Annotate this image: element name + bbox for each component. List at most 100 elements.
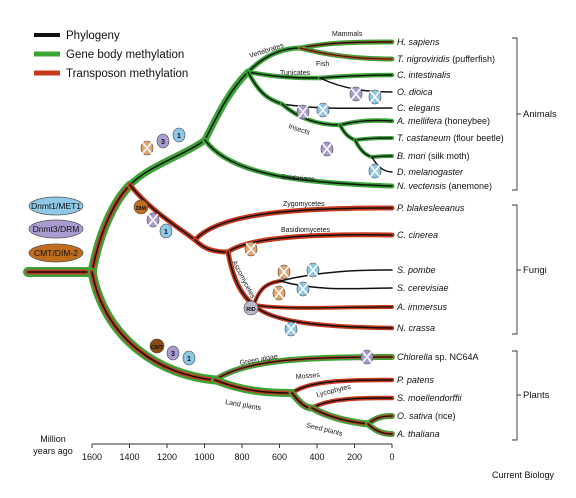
axis-tick: 1400: [119, 452, 139, 462]
svg-text:1: 1: [177, 133, 181, 140]
species-label: H. sapiens: [397, 37, 440, 47]
cmt-loss-badge-pombe: [277, 264, 291, 280]
axis-tick: 1600: [82, 452, 102, 462]
branch-opisthokont: [87, 180, 135, 277]
group-animals: Animals: [523, 109, 557, 120]
enzyme-key-label: CMT/DIM-2: [34, 248, 78, 258]
axis-tick: 800: [234, 452, 249, 462]
species-label: C. cinerea: [397, 230, 438, 240]
species-label: N. crassa: [397, 323, 435, 333]
enzyme-key-dnmt3: [28, 219, 84, 239]
dnmt3-loss-badge-insects: [320, 141, 334, 157]
clade-tunicates: Tunicates: [280, 70, 311, 77]
svg-text:DIM: DIM: [136, 206, 147, 212]
bracket-animals: [512, 37, 521, 191]
svg-text:1: 1: [187, 356, 191, 363]
enzyme-badges: 3 1 DIM 1 CMT 3 1: [133, 86, 382, 366]
dnmt1-badge-plants: 1: [182, 350, 196, 366]
branch-c-elegans: [281, 103, 393, 110]
enzyme-key-dnmt1: [28, 196, 84, 216]
time-axis: 1600 1400 1200 1000 800 600 400 200 0 Mi…: [33, 434, 394, 462]
rid-badge: RID: [243, 300, 259, 316]
dnmt1-loss-badge-crassa: [284, 321, 298, 337]
axis-tick: 600: [272, 452, 287, 462]
dnmt3-badge: 3: [156, 133, 170, 149]
species-label: A. immersus: [396, 302, 448, 312]
svg-text:3: 3: [161, 139, 165, 146]
clade-mosses: Mosses: [296, 372, 321, 381]
axis-tick: 0: [389, 452, 394, 462]
clade-seed-plants: Seed plants: [306, 422, 344, 438]
species-label: A. mellifera (honeybee): [396, 116, 490, 126]
species-label: C. elegans: [397, 103, 441, 113]
clade-mammals: Mammals: [332, 31, 363, 38]
credit-label: Current Biology: [492, 470, 555, 480]
species-label: T. castaneum (flour beetle): [397, 133, 504, 143]
svg-text:RID: RID: [246, 307, 256, 313]
axis-tick: 1000: [194, 452, 214, 462]
clade-insects: Insects: [287, 123, 311, 137]
group-brackets: [512, 37, 521, 441]
enzyme-key: Dnmt1/MET1 Dnmt3/DRM CMT/DIM-2: [28, 196, 84, 263]
species-label: N. vectensis (anemone): [397, 181, 492, 191]
axis-title: Million: [40, 434, 66, 444]
svg-text:1: 1: [164, 229, 168, 236]
species-label: D. melanogaster: [397, 167, 464, 177]
branch-plants: [87, 267, 220, 385]
clade-basidiomycetes: Basidiomycetes: [281, 227, 331, 234]
dnmt1-badge-fungi: 1: [159, 223, 173, 239]
svg-text:CMT: CMT: [151, 345, 164, 351]
axis-title: years ago: [33, 446, 73, 456]
dnmt3-loss-badge-oikopleura: [349, 86, 363, 102]
species-label: P. patens: [397, 375, 434, 385]
species-label: O. sativa (rice): [397, 411, 456, 421]
legend-label: Phylogeny: [66, 30, 120, 42]
dnmt1-loss-badge-pombe: [306, 262, 320, 278]
dnmt1-loss-badge-oikopleura: [368, 89, 382, 105]
dnmt3-badge-plants: 3: [166, 345, 180, 361]
dnmt3-loss-badge-celegans: [296, 104, 310, 120]
species-label: A. thaliana: [396, 429, 440, 439]
axis-tick: 200: [347, 452, 362, 462]
cmt-loss-badge: [140, 140, 154, 156]
clade-land-plants: Land plants: [225, 399, 262, 412]
cmt-loss-badge-cinerea: [244, 241, 258, 257]
legend-label: Transposon methylation: [66, 68, 188, 80]
species-label: B. mori (silk moth): [397, 151, 470, 161]
cmt-loss-badge-cerevisiae: [272, 285, 286, 301]
bracket-fungi: [512, 204, 521, 335]
axis-tick: 400: [309, 452, 324, 462]
dnmt1-badge: 1: [172, 127, 186, 143]
species-label: O. dioica: [397, 87, 433, 97]
dim-badge: DIM: [133, 199, 149, 215]
group-fungi: Fungi: [523, 265, 547, 276]
clade-fish: Fish: [316, 61, 329, 68]
species-label: P. blakesleeanus: [397, 203, 465, 213]
species-label: T. nigroviridis (pufferfish): [397, 54, 495, 64]
enzyme-key-label: Dnmt1/MET1: [31, 201, 81, 211]
dnmt3-loss-badge: [146, 212, 160, 228]
species-labels: H. sapiens T. nigroviridis (pufferfish) …: [396, 37, 504, 439]
species-label: C. intestinalis: [397, 70, 451, 80]
species-label: S. moellendorffii: [397, 393, 463, 403]
enzyme-key-cmt: [28, 243, 84, 263]
tree-branches: [23, 39, 395, 437]
dnmt1-loss-badge-cerevisiae: [296, 281, 310, 297]
dnmt1-loss-badge-celegans: [316, 102, 330, 118]
clade-lycophytes: Lycophytes: [316, 384, 352, 399]
bracket-plants: [512, 350, 521, 441]
legend: Phylogeny Gene body methylation Transpos…: [34, 30, 188, 80]
svg-text:3: 3: [171, 351, 175, 358]
species-label: Chlorella sp. NC64A: [397, 352, 479, 362]
clade-cnidarians: Cnidarians: [281, 174, 315, 183]
axis-tick: 1200: [157, 452, 177, 462]
dnmt3-loss-badge-chlorella: [360, 349, 374, 365]
cmt-badge-plants: CMT: [149, 338, 165, 354]
species-label: S. pombe: [397, 265, 436, 275]
dnmt1-loss-badge-drosophila: [368, 163, 382, 179]
species-label: S. cerevisiae: [397, 283, 449, 293]
group-plants: Plants: [523, 390, 550, 401]
enzyme-key-label: Dnmt3/DRM: [33, 224, 80, 234]
legend-label: Gene body methylation: [66, 49, 184, 61]
